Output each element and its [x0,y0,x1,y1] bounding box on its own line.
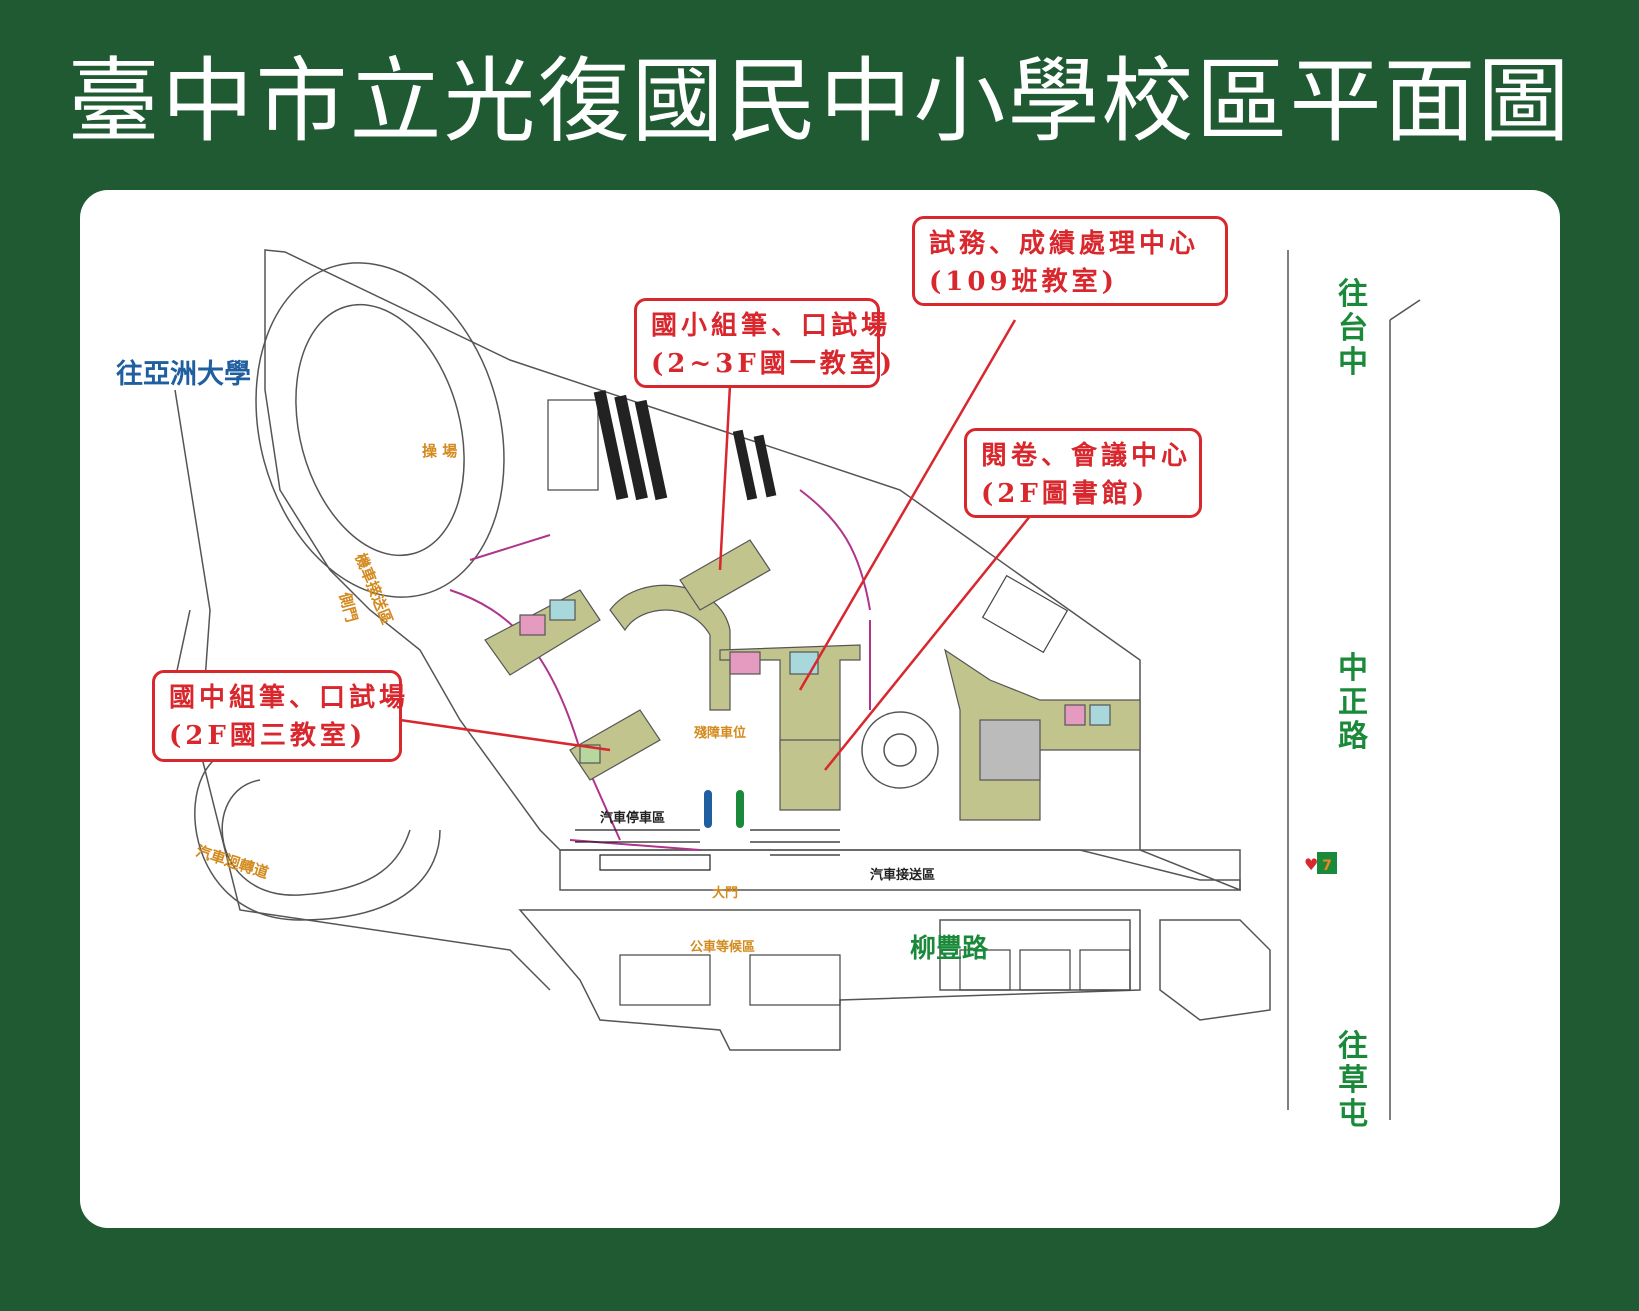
south-block [518,909,1141,1051]
direction-taichung: 往台中 [1338,277,1368,380]
left-road [174,389,551,991]
store-marker: 7 ♥ [1304,852,1337,874]
roundabout [861,711,939,789]
campus-map: 7 ♥ [159,249,1421,1120]
label-bus-waiting: 公車等候區 [690,940,756,955]
callout-exam-center-line1: 試務、成績處理中心 [929,229,1200,259]
road-liufeng: 柳豐路 [910,934,989,964]
callout-elementary-exam: 國小組筆、口試場 (2~3F國一教室) [634,298,897,388]
building-north-arc [609,584,731,711]
connector-grading [824,509,1036,771]
callout-grading-center-line1: 閱卷、會議中心 [981,441,1192,471]
direction-caotun: 往草屯 [1338,1029,1368,1132]
callout-elementary-exam-line1: 國小組筆、口試場 [651,311,892,341]
callout-junior-exam-line2: (2F國三教室) [169,721,367,751]
map-title: 臺中市立光復國民中小學校區平面圖 [67,48,1572,155]
label-car-parking: 汽車停車區 [600,811,666,826]
map-panel: 7 ♥ 往亞洲大學 往台中 中正路 往草屯 柳豐路 操 場 機車接送區 側門 汽… [80,190,1560,1228]
connector-junior [399,718,611,752]
callout-grading-center: 閱卷、會議中心 (2F圖書館) [964,428,1202,518]
building-east [944,648,1141,821]
label-car-dropoff: 汽車接送區 [870,868,936,883]
callout-exam-center-line2: (109班教室) [929,267,1118,297]
track-inner [295,303,465,557]
building-northeast [679,539,771,611]
label-main-gate: 大門 [712,886,739,901]
track-outer [255,262,505,598]
direction-asia-university: 往亞洲大學 [116,359,251,390]
callout-exam-center: 試務、成績處理中心 (109班教室) [912,216,1228,306]
callout-grading-center-line2: (2F圖書館) [981,479,1149,509]
callout-junior-exam-line1: 國中組筆、口試場 [169,683,410,713]
label-accessible-parking: 殘障車位 [694,726,747,741]
svg-text:♥: ♥ [1304,855,1318,874]
library-building [779,739,841,811]
svg-text:7: 7 [1322,858,1332,874]
turnaround-loop [194,749,441,921]
connector-elementary [718,384,732,571]
label-playground: 操 場 [422,442,458,460]
campus-boundary [264,249,1241,892]
connector-exam-center [798,319,1017,691]
callout-junior-exam: 國中組筆、口試場 (2F國三教室) [152,670,410,762]
road-zhongzheng: 中正路 [1338,651,1368,754]
callout-elementary-exam-line2: (2~3F國一教室) [651,349,897,379]
